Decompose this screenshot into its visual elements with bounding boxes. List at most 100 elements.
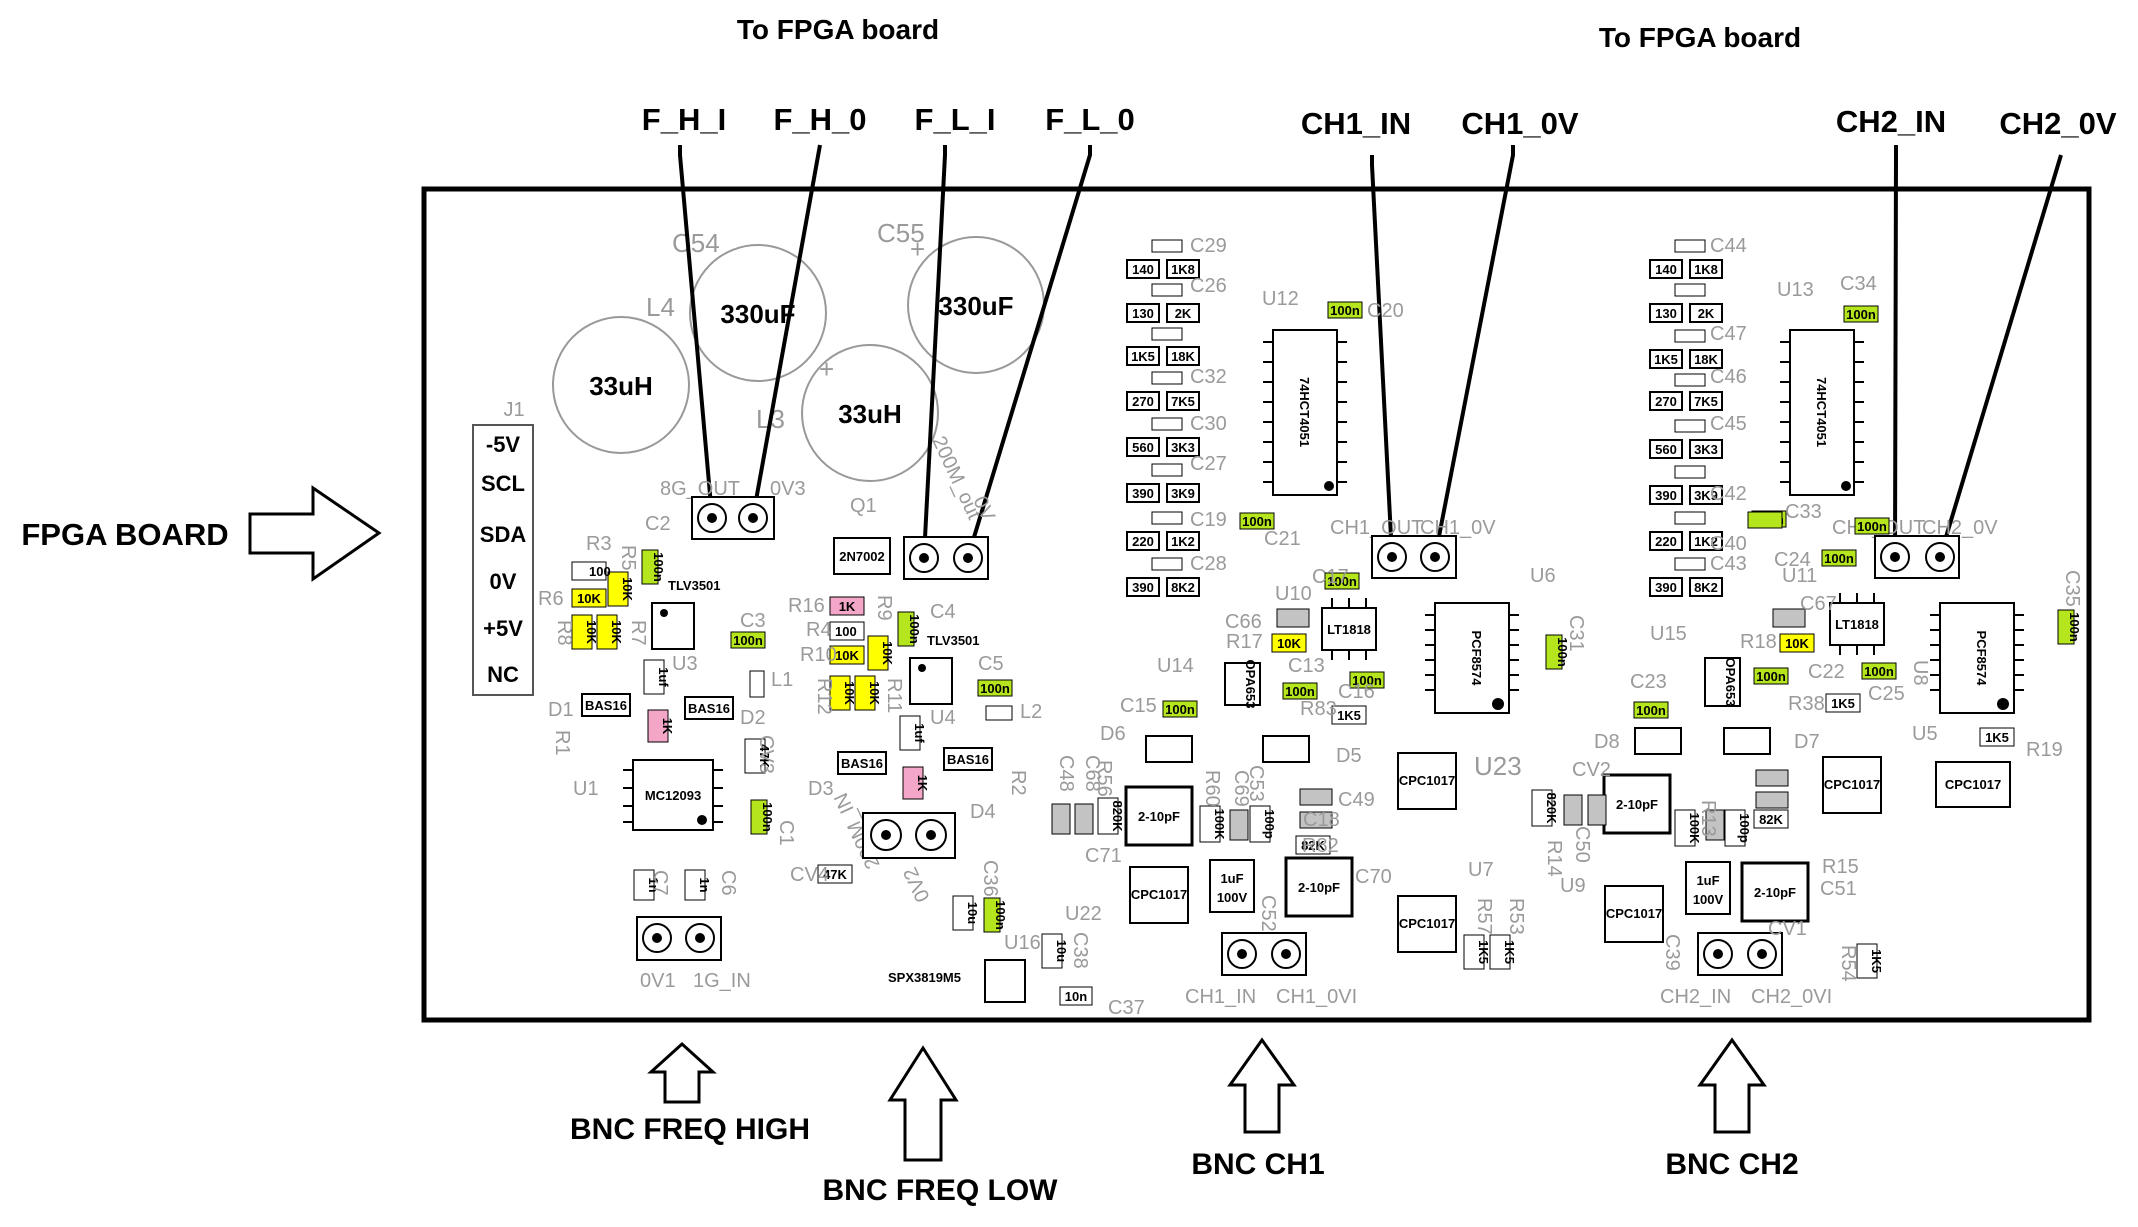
svg-text:1uf: 1uf — [656, 667, 671, 687]
svg-text:C42: C42 — [1710, 483, 1747, 505]
svg-text:1uf: 1uf — [912, 723, 927, 743]
svg-text:D2: D2 — [740, 707, 766, 729]
svg-text:R9: R9 — [873, 595, 895, 621]
probe-label-ch2-in: CH2_IN — [1836, 104, 1946, 139]
svg-text:1K5: 1K5 — [1476, 940, 1491, 964]
svg-text:R83: R83 — [1300, 698, 1337, 720]
svg-text:8K2: 8K2 — [1171, 580, 1195, 595]
svg-text:100p: 100p — [1737, 813, 1752, 843]
svg-text:100K: 100K — [1687, 812, 1702, 844]
svg-text:U23: U23 — [1474, 751, 1522, 781]
svg-text:C51: C51 — [1820, 878, 1857, 900]
j1-ref: J1 — [503, 399, 524, 421]
svg-text:CH2_0VI: CH2_0VI — [1751, 986, 1832, 1008]
svg-text:D8: D8 — [1594, 731, 1620, 753]
svg-text:130: 130 — [1132, 306, 1154, 321]
svg-text:C50: C50 — [1571, 826, 1593, 863]
svg-text:C54: C54 — [672, 228, 720, 258]
svg-text:1K5: 1K5 — [1502, 940, 1517, 964]
svg-text:U1: U1 — [573, 778, 599, 800]
svg-text:1K8: 1K8 — [1694, 262, 1718, 277]
svg-text:47K: 47K — [823, 867, 847, 882]
svg-text:R17: R17 — [1226, 631, 1263, 653]
svg-text:C43: C43 — [1710, 553, 1747, 575]
svg-text:47K: 47K — [757, 744, 772, 768]
svg-text:820K: 820K — [1544, 792, 1559, 824]
u1-prescaler: MC12093 — [623, 759, 723, 831]
svg-text:C67: C67 — [1800, 593, 1837, 615]
svg-text:CH1_0V: CH1_0V — [1420, 517, 1496, 539]
integrated-circuits: 74HCT4051 74HCT4051 PCF8574 — [581, 329, 2024, 1003]
svg-text:OPA653: OPA653 — [1723, 658, 1738, 707]
svg-text:CPC1017: CPC1017 — [1399, 916, 1455, 931]
svg-text:C55: C55 — [877, 218, 925, 248]
probe-label-f-h-0: F_H_0 — [773, 102, 866, 137]
svg-text:CH1_IN: CH1_IN — [1185, 986, 1256, 1008]
svg-text:C49: C49 — [1338, 789, 1375, 811]
svg-text:1G_IN: 1G_IN — [693, 970, 751, 992]
svg-text:C34: C34 — [1840, 273, 1877, 295]
connector-1g-in: 0V1 1G_IN — [636, 916, 751, 992]
svg-text:100n: 100n — [1857, 519, 1887, 534]
u10-op-amp: LT1818 — [1321, 598, 1377, 660]
svg-text:2-10pF: 2-10pF — [1616, 797, 1658, 812]
svg-text:100n: 100n — [1165, 702, 1195, 717]
svg-text:0V2: 0V2 — [900, 864, 935, 906]
svg-text:10K: 10K — [609, 620, 624, 644]
svg-text:560: 560 — [1655, 442, 1677, 457]
svg-text:R54: R54 — [1837, 945, 1859, 982]
svg-text:U22: U22 — [1065, 903, 1102, 925]
svg-text:D4: D4 — [970, 801, 996, 823]
bnc-freq-high-arrow — [647, 1041, 717, 1104]
svg-text:LT1818: LT1818 — [1835, 617, 1879, 632]
j1-pin-4: 0V — [490, 569, 517, 594]
connector-ch1-out: CH1_OUT CH1_0V — [1330, 517, 1496, 579]
svg-text:R16: R16 — [788, 595, 825, 617]
connector-200m-in: 200M_IN 0V2 — [830, 789, 956, 906]
svg-text:10K: 10K — [577, 591, 601, 606]
board-outline — [421, 186, 2092, 1023]
header-to-fpga-right: To FPGA board — [1599, 22, 1801, 53]
svg-text:C6: C6 — [717, 870, 739, 896]
svg-text:2-10pF: 2-10pF — [1754, 885, 1796, 900]
svg-text:CV4: CV4 — [790, 864, 829, 886]
svg-text:C13: C13 — [1288, 655, 1325, 677]
svg-text:R1: R1 — [551, 730, 573, 756]
svg-text:C47: C47 — [1710, 323, 1747, 345]
connector-200m-out: 200M_out 0V — [903, 433, 999, 580]
svg-text:CH2_0V: CH2_0V — [1922, 517, 1998, 539]
svg-text:74HCT4051: 74HCT4051 — [1297, 377, 1312, 447]
svg-text:C2: C2 — [645, 513, 671, 535]
svg-text:100n: 100n — [980, 681, 1010, 696]
svg-text:100p: 100p — [1262, 809, 1277, 839]
svg-text:C28: C28 — [1190, 553, 1227, 575]
svg-text:1K5: 1K5 — [1131, 349, 1155, 364]
u14-amplifier: OPA653 — [1224, 660, 1261, 708]
svg-text:R15: R15 — [1822, 856, 1859, 878]
svg-text:C1: C1 — [775, 820, 797, 846]
svg-text:2-10pF: 2-10pF — [1298, 880, 1340, 895]
svg-text:3K9: 3K9 — [1694, 488, 1718, 503]
svg-text:1uF: 1uF — [1220, 871, 1243, 886]
svg-text:390: 390 — [1132, 580, 1154, 595]
svg-text:100n: 100n — [2067, 612, 2082, 642]
j1-pin-1: -5V — [486, 432, 521, 457]
svg-text:U14: U14 — [1157, 655, 1194, 677]
svg-text:8G_OUT: 8G_OUT — [660, 478, 740, 500]
svg-text:100n: 100n — [993, 900, 1008, 930]
svg-text:C25: C25 — [1868, 683, 1905, 705]
svg-text:390: 390 — [1655, 580, 1677, 595]
svg-text:C44: C44 — [1710, 235, 1747, 257]
svg-text:C33: C33 — [1785, 501, 1822, 523]
svg-text:1K: 1K — [660, 718, 675, 735]
bnc-freq-low-label: BNC FREQ LOW — [823, 1174, 1059, 1207]
svg-text:U8: U8 — [1909, 660, 1931, 686]
svg-text:1K5: 1K5 — [1869, 949, 1884, 973]
svg-text:U15: U15 — [1650, 623, 1687, 645]
bulk-components: C54 330uF C55 + 330uF L4 33uH + L3 33uH — [552, 218, 1045, 482]
svg-text:R56: R56 — [1093, 760, 1115, 797]
connector-ch2-in: CH2_IN CH2_0VI — [1660, 932, 1832, 1008]
bnc-ch2-arrow — [1697, 1037, 1767, 1134]
probe-label-ch1-in: CH1_IN — [1301, 106, 1411, 141]
bnc-ch1-label: BNC CH1 — [1191, 1148, 1324, 1181]
